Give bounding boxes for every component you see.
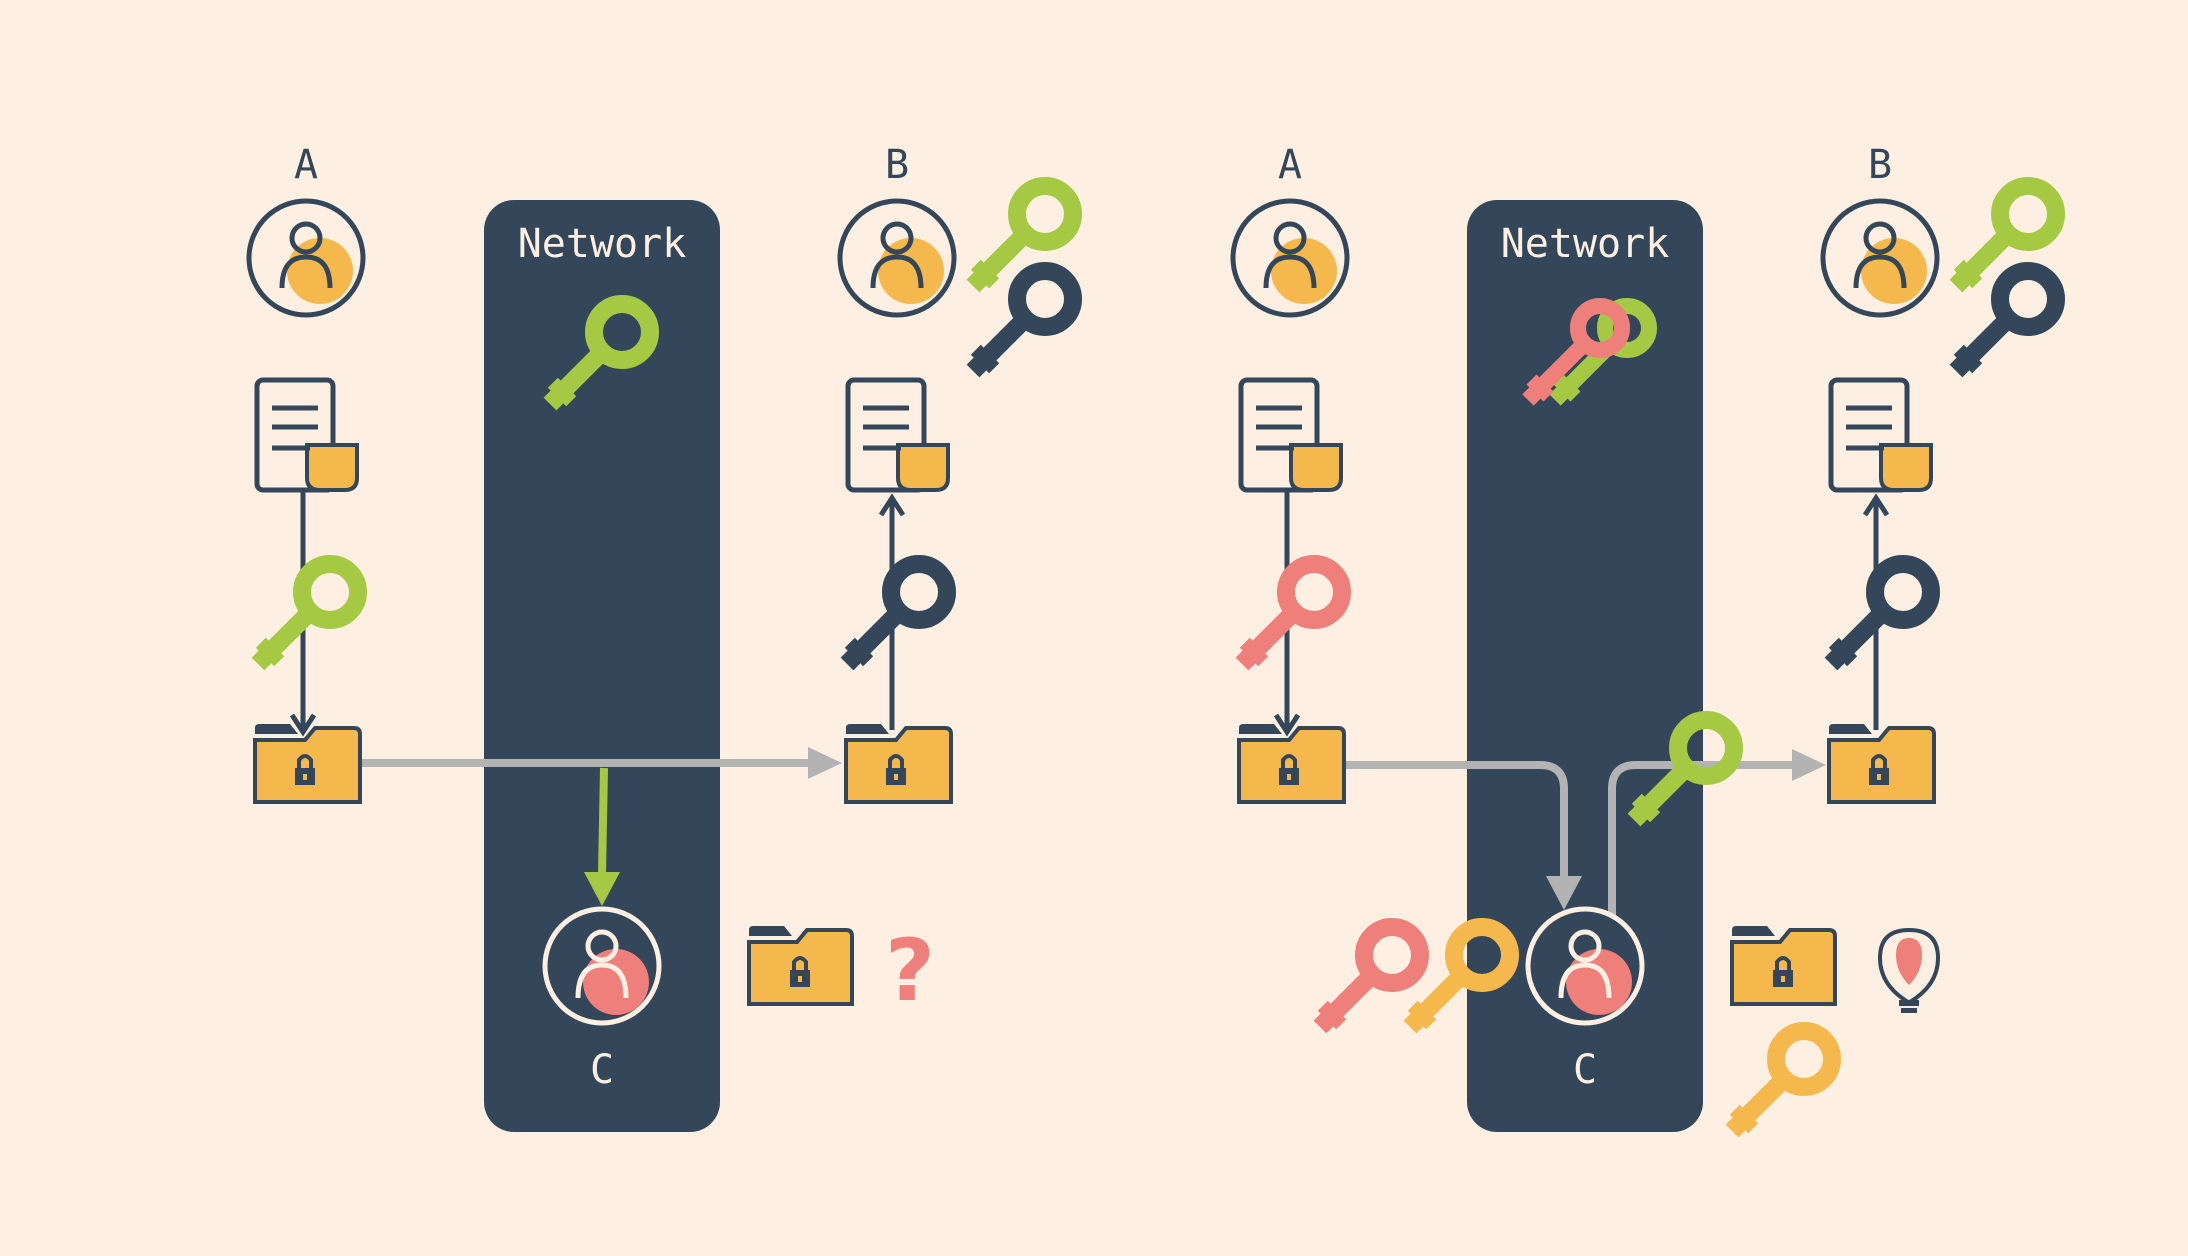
document-icon (1238, 377, 1343, 493)
key-icon (1824, 555, 1940, 671)
panel-left: Network A B (246, 142, 1082, 1132)
user-icon (1230, 198, 1350, 318)
receiver-label: B (885, 142, 909, 188)
locked-folder-icon (1730, 926, 1837, 1006)
lightbulb-icon (1877, 927, 1941, 1013)
key-icon (1522, 298, 1630, 406)
forward-arrow (1608, 761, 1792, 915)
user-icon (1820, 198, 1940, 318)
key-icon (1403, 918, 1519, 1034)
locked-folder-icon (1237, 724, 1346, 804)
key-icon (1627, 711, 1743, 827)
receiver-label: B (1868, 142, 1892, 188)
intercept-arrow (598, 767, 608, 875)
locked-folder-icon (844, 724, 953, 804)
key-icon (1949, 262, 2065, 378)
key-icon (840, 555, 956, 671)
locked-folder-icon (1827, 724, 1936, 804)
eavesdropper-label: C (1573, 1047, 1597, 1093)
document-icon (845, 377, 950, 493)
key-icon (966, 177, 1082, 293)
key-icon (1235, 555, 1351, 671)
document-icon (254, 377, 359, 493)
key-icon (543, 295, 659, 411)
key-icon (1725, 1022, 1841, 1138)
network-label: Network (518, 221, 687, 267)
user-icon (1525, 906, 1645, 1026)
key-icon (251, 555, 367, 671)
intercept-arrow (1346, 761, 1568, 878)
user-icon (246, 198, 366, 318)
eavesdropper-label: C (590, 1047, 614, 1093)
sender-label: A (1278, 142, 1302, 188)
panel-right: Network A B (1230, 142, 2065, 1138)
user-icon (542, 906, 662, 1026)
question-mark: ? (885, 921, 935, 1021)
network-column (484, 200, 720, 1132)
network-label: Network (1501, 221, 1670, 267)
locked-folder-icon (747, 926, 854, 1006)
key-icon (1313, 918, 1429, 1034)
key-icon (966, 262, 1082, 378)
user-icon (837, 198, 957, 318)
document-icon (1828, 377, 1933, 493)
key-icon (1949, 177, 2065, 293)
locked-folder-icon (253, 724, 362, 804)
sender-label: A (294, 142, 318, 188)
network-column (1467, 200, 1703, 1132)
